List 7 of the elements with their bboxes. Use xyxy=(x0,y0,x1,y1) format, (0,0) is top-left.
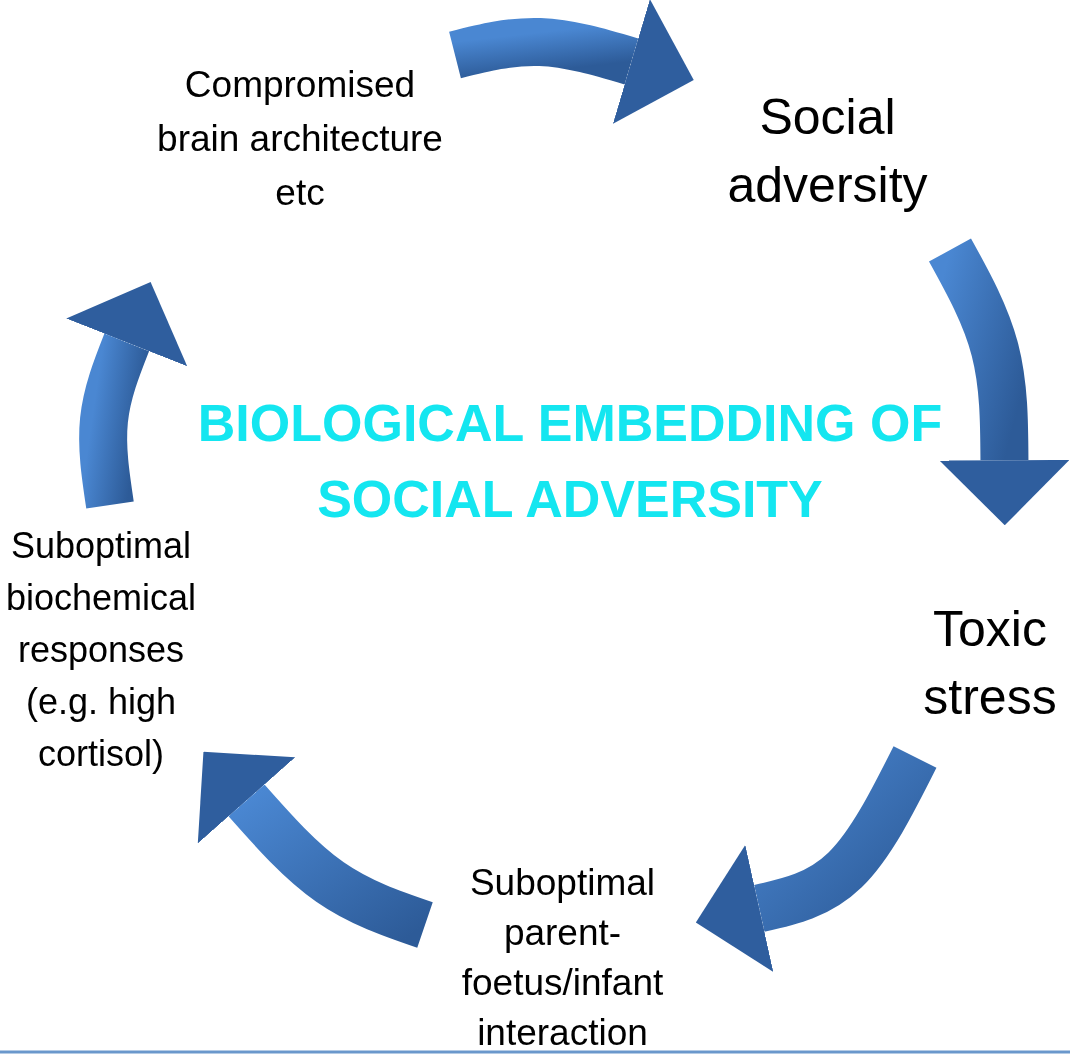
node-label: Compromised brain architecture etc xyxy=(156,63,444,215)
node-label: Toxic stress xyxy=(922,600,1058,727)
curved-block-arrow xyxy=(929,238,1070,526)
node-label: Social adversity xyxy=(726,88,929,215)
title: BIOLOGICAL EMBEDDING OF SOCIAL ADVERSITY xyxy=(196,393,944,530)
node-label: Suboptimal biochemical responses (e.g. high cortisol) xyxy=(4,524,198,776)
node-label: Suboptimal parent-foetus/infant interaction xyxy=(460,861,665,1055)
